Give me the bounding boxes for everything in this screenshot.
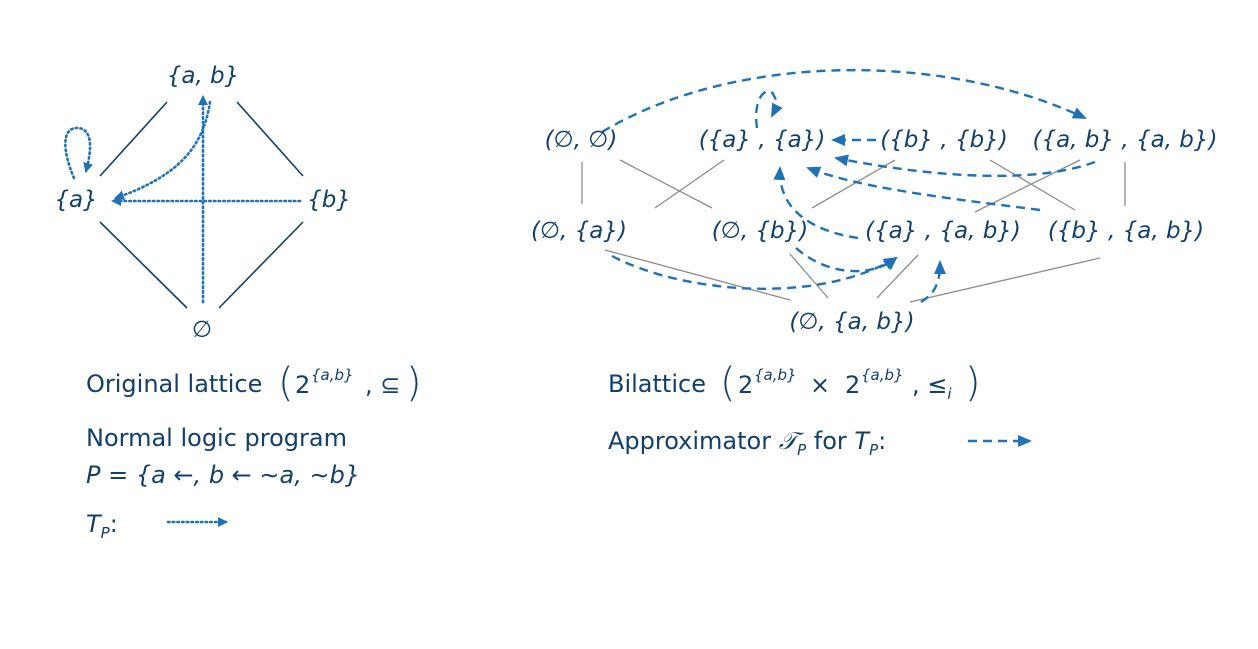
approx-arrow-aa-self [754, 90, 783, 129]
bil-node-empty-ab: (∅, {a, b}) [789, 309, 914, 335]
tp-legend-label: TP: [86, 510, 118, 542]
bil-edge-2 [619, 159, 713, 209]
right-paren: ) [406, 360, 422, 406]
subset-symbol: , ⊆ [365, 371, 400, 399]
tp-arrow-a-self [64, 126, 94, 180]
program-title: Normal logic program [86, 424, 347, 452]
edge-b-top [236, 101, 304, 177]
powerset-exponent: {a,b} [311, 366, 354, 384]
approx-arrow-eb-to-aab [795, 247, 898, 273]
edge-bottom-b [218, 221, 304, 309]
bil-edge-9 [789, 253, 829, 299]
bil-edge-4 [811, 159, 896, 209]
approx-arrow-aab-to-aa [773, 166, 859, 240]
bil-order: , ≤i [912, 371, 952, 403]
bil-edge-3 [654, 159, 725, 209]
approx-arrow-bab-to-aa [806, 166, 1041, 212]
edge-bottom-a [99, 221, 188, 309]
bil-base1: 2 [738, 371, 753, 399]
bil-node-empty-b: (∅, {b}) [712, 218, 808, 244]
bil-node-a-a: ({a} , {a}) [699, 127, 826, 153]
bil-node-b-b: ({b} , {b}) [880, 127, 1008, 153]
lattice-node-top: {a, b} [167, 63, 240, 89]
approximator-legend-label: Approximator 𝒯P for TP: [608, 427, 886, 459]
approx-arrow-abab-to-aa [834, 154, 1096, 178]
original-lattice-caption: Original lattice [86, 370, 262, 398]
original-lattice: {a, b} {a} {b} ∅ Original lattice ( 2 {a… [54, 63, 421, 542]
tp-arrow-top-to-a [114, 100, 212, 201]
approx-arrow-ea-to-aab [611, 254, 898, 290]
bil-node-empty-empty: (∅, ∅) [545, 127, 618, 153]
approx-arrow-ee-to-abab [601, 68, 1087, 134]
bil-node-b-ab: ({b} , {a, b}) [1048, 218, 1204, 244]
bil-left-paren: ( [720, 360, 736, 406]
program-rules: P = {a ←, b ← ∼a, ∼b} [86, 461, 360, 489]
bil-exp1: {a,b} [754, 366, 797, 384]
bil-node-empty-a: (∅, {a}) [531, 218, 627, 244]
bil-node-ab-ab: ({a, b} , {a, b}) [1032, 127, 1217, 153]
bil-edge-5 [989, 159, 1076, 211]
lattice-node-bottom: ∅ [192, 317, 212, 343]
lattice-node-a: {a} [54, 187, 97, 213]
bilattice-caption-text: Bilattice [608, 370, 706, 398]
bil-node-a-ab: ({a} , {a, b}) [865, 218, 1021, 244]
bilattice: (∅, ∅) ({a} , {a}) ({b} , {b}) ({a, b} ,… [531, 68, 1218, 459]
left-paren: ( [278, 360, 294, 406]
powerset-base: 2 [295, 371, 310, 399]
bil-edge-8 [604, 249, 791, 301]
bil-edge-11 [909, 257, 1101, 303]
approx-arrow-eab-to-aab [920, 260, 946, 304]
bil-base2: 2 [845, 371, 860, 399]
lattice-node-b: {b} [307, 187, 351, 213]
bil-right-paren: ) [965, 360, 981, 406]
caption-original-text: Original lattice [86, 370, 262, 398]
edge-a-top [99, 101, 168, 177]
bil-times: × [810, 371, 830, 399]
bil-edge-10 [876, 254, 919, 299]
bil-exp2: {a,b} [861, 366, 904, 384]
